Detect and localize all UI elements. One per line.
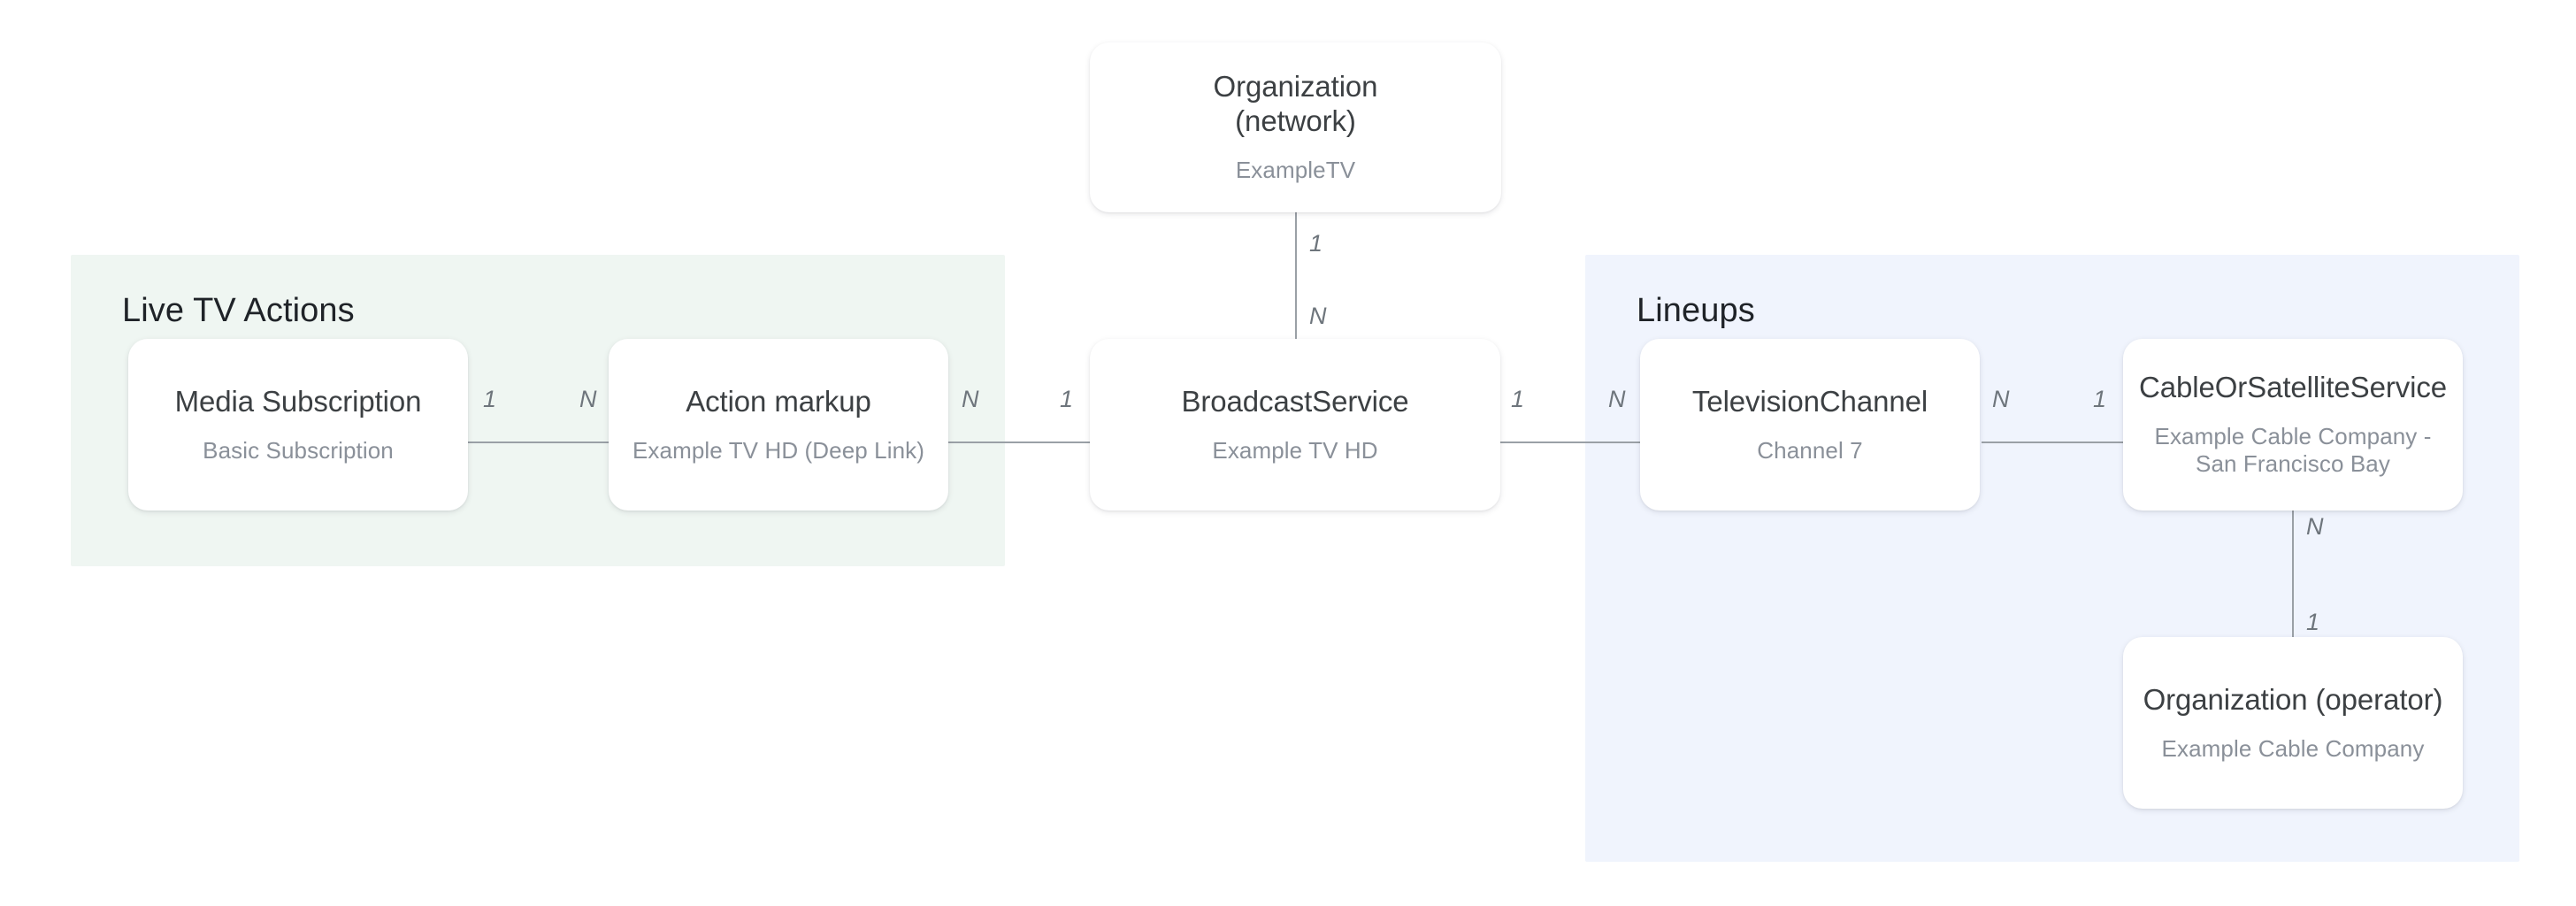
node-subtitle-television-channel: Channel 7	[1757, 436, 1863, 464]
edge-media-subscription-to-action-markup	[467, 441, 609, 443]
node-media-subscription[interactable]: Media Subscription Basic Subscription	[128, 339, 468, 511]
group-title-lineups: Lineups	[1637, 292, 1755, 329]
node-subtitle-media-subscription: Basic Subscription	[203, 436, 394, 464]
edge-label-action-markup-to-broadcast-service-from: N	[962, 386, 979, 412]
node-title-cable-or-satellite-service: CableOrSatelliteService	[2138, 371, 2448, 404]
edge-label-cable-or-satellite-service-to-org-operator-to: 1	[2306, 609, 2320, 635]
edge-television-channel-to-cable-or-satellite-service	[1982, 441, 2123, 443]
node-organization-operator[interactable]: Organization (operator) Example Cable Co…	[2123, 637, 2463, 809]
node-title-media-subscription: Media Subscription	[174, 384, 422, 418]
node-subtitle-organization-network: ExampleTV	[1235, 157, 1356, 184]
edge-broadcast-service-to-television-channel	[1499, 441, 1640, 443]
node-action-markup[interactable]: Action markup Example TV HD (Deep Link)	[609, 339, 948, 511]
node-title-action-markup: Action markup	[686, 384, 871, 418]
edge-label-broadcast-service-to-television-channel-to: N	[1608, 386, 1626, 412]
node-cable-or-satellite-service[interactable]: CableOrSatelliteService Example Cable Co…	[2123, 339, 2463, 511]
node-organization-network[interactable]: Organization (network) ExampleTV	[1090, 42, 1501, 212]
edge-cable-or-satellite-service-to-org-operator	[2292, 509, 2294, 638]
edge-label-television-channel-to-cable-or-satellite-service-to: 1	[2093, 386, 2107, 412]
node-subtitle-organization-operator: Example Cable Company	[2161, 734, 2425, 762]
node-title-organization-operator: Organization (operator)	[2143, 682, 2443, 716]
edge-label-media-subscription-to-action-markup-from: 1	[483, 386, 497, 412]
edge-label-action-markup-to-broadcast-service-to: 1	[1060, 386, 1074, 412]
edge-label-television-channel-to-cable-or-satellite-service-from: N	[1992, 386, 2010, 412]
edge-label-org-network-to-broadcast-service-from: 1	[1309, 230, 1323, 257]
edge-label-org-network-to-broadcast-service-to: N	[1309, 303, 1327, 329]
edge-label-media-subscription-to-action-markup-to: N	[579, 386, 597, 412]
node-television-channel[interactable]: TelevisionChannel Channel 7	[1640, 339, 1980, 511]
node-title-organization-network: Organization (network)	[1213, 70, 1378, 138]
edge-action-markup-to-broadcast-service	[948, 441, 1090, 443]
node-title-television-channel: TelevisionChannel	[1691, 384, 1928, 418]
edge-label-cable-or-satellite-service-to-org-operator-from: N	[2306, 513, 2324, 540]
node-subtitle-cable-or-satellite-service: Example Cable Company - San Francisco Ba…	[2154, 423, 2432, 478]
node-subtitle-action-markup: Example TV HD (Deep Link)	[632, 436, 925, 464]
group-title-live-tv-actions: Live TV Actions	[122, 292, 355, 329]
edge-org-network-to-broadcast-service	[1295, 212, 1297, 343]
node-broadcast-service[interactable]: BroadcastService Example TV HD	[1090, 339, 1500, 511]
node-subtitle-broadcast-service: Example TV HD	[1212, 436, 1378, 464]
edge-label-broadcast-service-to-television-channel-from: 1	[1511, 386, 1525, 412]
node-title-broadcast-service: BroadcastService	[1181, 384, 1409, 418]
